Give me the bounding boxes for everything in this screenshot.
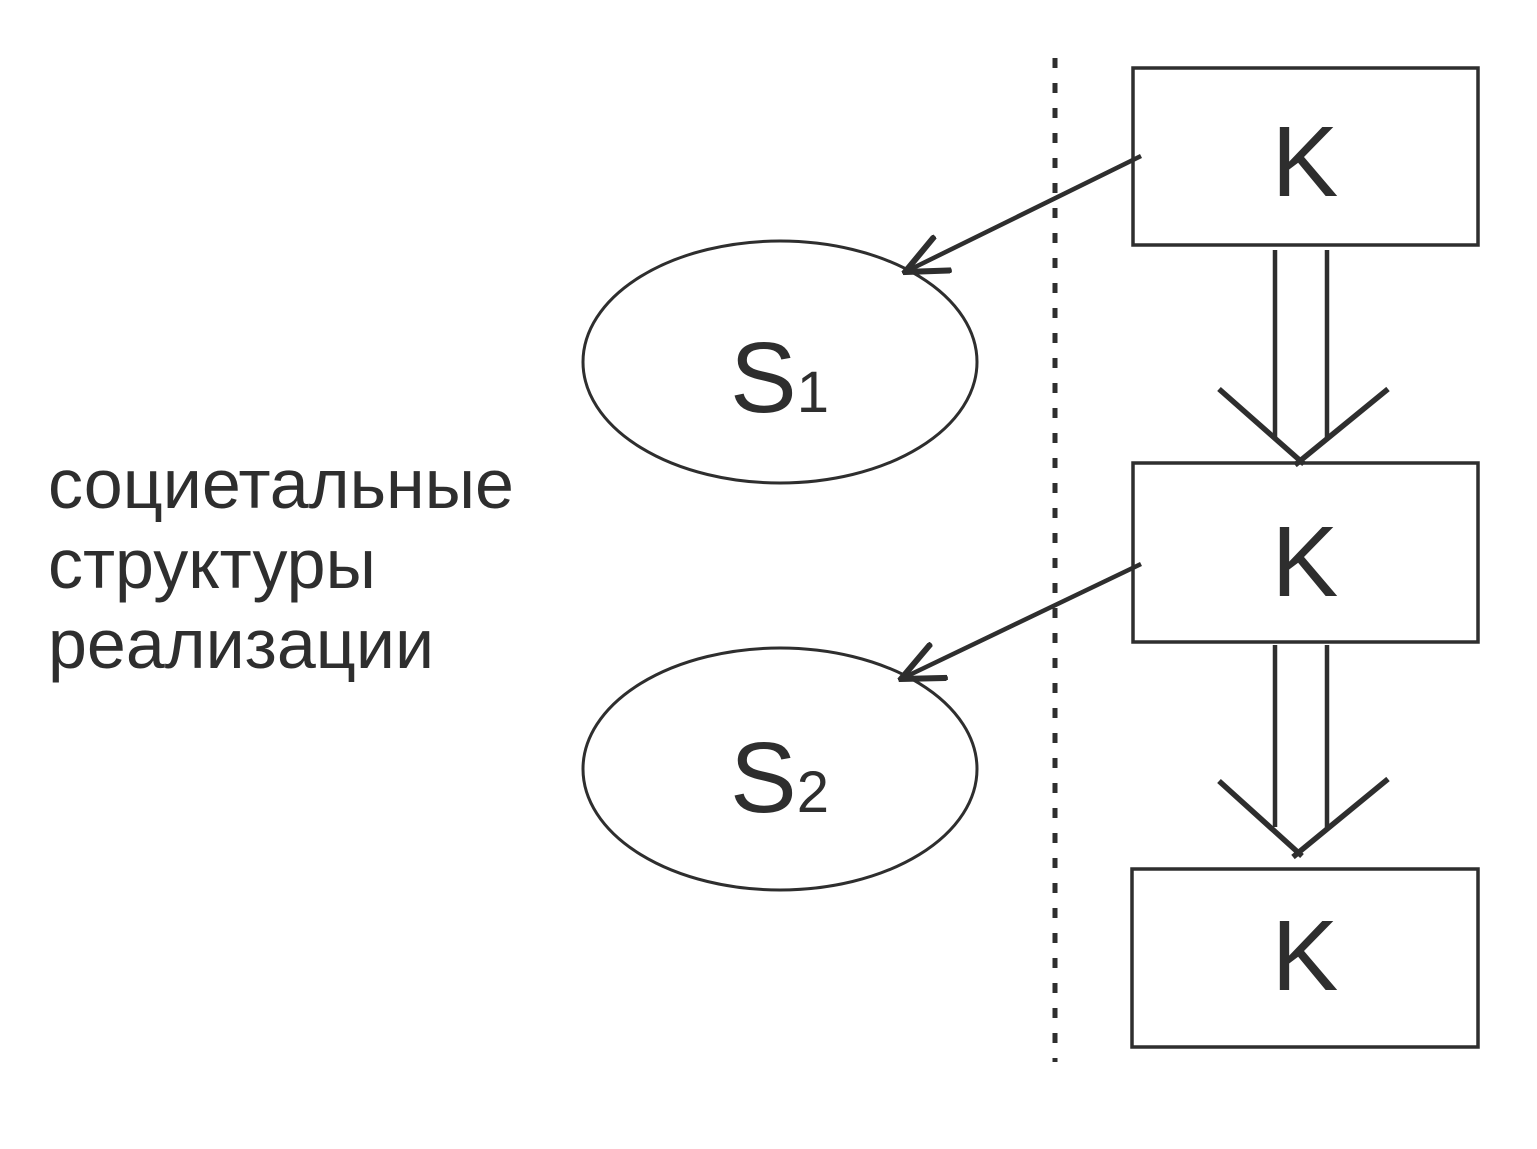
double-arrow-kmiddle-kbottom	[1217, 645, 1390, 860]
s2-ellipse	[581, 646, 979, 892]
s1-ellipse-group: S1	[581, 239, 979, 485]
double-arrow-1-wing-left	[1217, 386, 1306, 467]
s1-letter: S	[730, 322, 797, 434]
double-arrow-2-wing-right	[1291, 776, 1390, 860]
side-label-line3: реализации	[48, 605, 434, 683]
k-box-middle-rect	[1131, 461, 1480, 644]
double-arrow-1-wing-right	[1293, 386, 1390, 468]
s1-ellipse	[581, 239, 979, 485]
s1-subscript: 1	[797, 360, 829, 425]
s1-label: S1	[730, 322, 829, 434]
side-label: социетальные структуры реализации	[48, 445, 514, 683]
s2-subscript: 2	[797, 760, 829, 825]
s2-ellipse-group: S2	[581, 646, 979, 892]
double-arrow-2-wing-left	[1217, 778, 1304, 859]
side-label-line2: структуры	[48, 525, 376, 603]
s2-label: S2	[730, 722, 829, 834]
k-box-middle: K	[1131, 461, 1480, 644]
k-box-bottom: K	[1130, 867, 1480, 1049]
k-box-middle-label: K	[1272, 506, 1339, 618]
k-box-bottom-rect	[1130, 867, 1480, 1049]
side-label-line1: социетальные	[48, 445, 514, 523]
s2-letter: S	[730, 722, 797, 834]
k-box-top: K	[1131, 66, 1480, 247]
k-box-top-rect	[1131, 66, 1480, 247]
k-box-top-label: K	[1272, 106, 1339, 218]
double-arrow-ktop-kmiddle	[1217, 250, 1390, 468]
arrow-kmiddle-to-s2	[901, 561, 1142, 679]
arrow-ktop-to-s1	[905, 153, 1142, 272]
k-box-bottom-label: K	[1272, 900, 1339, 1012]
